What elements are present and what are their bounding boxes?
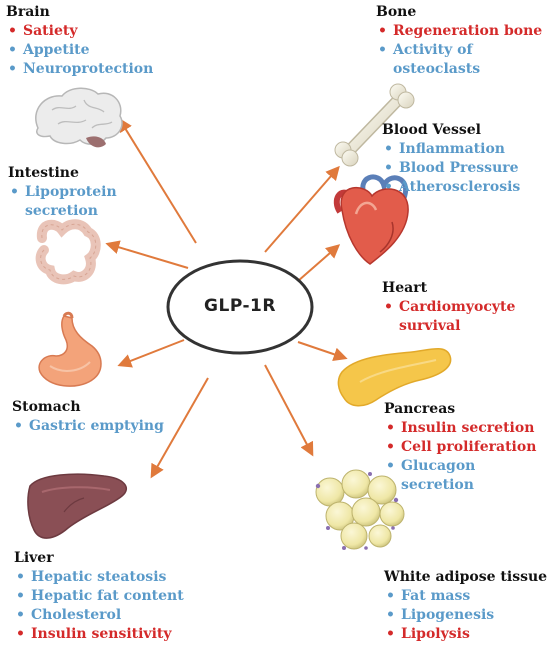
heart-title: Heart [382,280,428,296]
arrow-brain [118,117,197,244]
arrow-stomach [117,339,185,368]
stomach-block: Stomach Gastric emptying [12,398,164,436]
liver-block: Liver Hepatic steatosis Hepatic fat cont… [14,549,184,644]
heart-block: Heart Cardiomyocyte survival [382,279,515,336]
pancreas-effect-insulin-secretion: Insulin secretion [384,419,550,438]
brain-effect-satiety: Satiety [6,22,153,41]
pancreas-icon [337,348,452,407]
bone-block: Bone Regeneration bone Activity of osteo… [376,3,550,79]
adipose-tissue-icon [315,469,405,550]
liver-effect-fat-content: Hepatic fat content [14,587,184,606]
stomach-icon [38,311,102,387]
blood-vessel-effect-blood-pressure: Blood Pressure [382,159,520,178]
heart-effect-continuation: survival [399,318,461,334]
brain-block: Brain Satiety Appetite Neuroprotection [6,3,153,79]
glp1r-label: GLP-1R [204,296,276,316]
heart-effect-cardiomyocyte: Cardiomyocyte [382,298,515,317]
pancreas-effect-glucagon-secretion: Glucagon secretion [384,457,550,495]
liver-icon [27,473,127,539]
adipose-title: White adipose tissue [384,569,548,585]
arrow-pancreas [297,341,348,362]
adipose-effect-fat-mass: Fat mass [384,587,547,606]
adipose-effect-lipolysis: Lipolysis [384,625,547,644]
intestine-title: Intestine [8,165,79,181]
arrow-intestine [105,240,189,269]
glp1r-ellipse [166,259,314,355]
blood-vessel-title: Blood Vessel [382,122,481,138]
arrow-adipose [264,364,314,457]
adipose-effect-lipogenesis: Lipogenesis [384,606,547,625]
bone-effect-osteoclasts: Activity of osteoclasts [376,41,550,79]
bone-effect-regeneration: Regeneration bone [376,22,550,41]
brain-icon [35,87,123,148]
bone-icon [334,83,415,167]
pancreas-block: Pancreas Insulin secretion Cell prolifer… [384,400,550,495]
pancreas-title: Pancreas [384,401,456,417]
arrow-bone [264,165,340,253]
liver-title: Liver [14,550,54,566]
liver-effect-steatosis: Hepatic steatosis [14,568,184,587]
heart-icon [333,174,409,265]
blood-vessel-effect-atherosclerosis: Atherosclerosis [382,178,520,197]
blood-vessel-effect-inflammation: Inflammation [382,140,520,159]
intestine-icon [35,219,101,285]
intestine-effect-lipoprotein: Lipoprotein [8,183,117,202]
adipose-block: White adipose tissue Fat mass Lipogenesi… [384,568,547,644]
intestine-effect-continuation: secretion [25,203,98,219]
bone-title: Bone [376,4,417,20]
liver-effect-cholesterol: Cholesterol [14,606,184,625]
brain-effect-neuroprotection: Neuroprotection [6,60,153,79]
brain-title: Brain [6,4,50,20]
blood-vessel-block: Blood Vessel Inflammation Blood Pressure… [382,121,520,197]
intestine-block: Intestine Lipoprotein secretion [8,164,117,221]
arrow-liver [150,377,209,479]
brain-effect-appetite: Appetite [6,41,153,60]
pancreas-effect-cell-proliferation: Cell proliferation [384,438,550,457]
liver-effect-insulin-sensitivity: Insulin sensitivity [14,625,184,644]
stomach-effect-gastric-emptying: Gastric emptying [12,417,164,436]
stomach-title: Stomach [12,399,81,415]
